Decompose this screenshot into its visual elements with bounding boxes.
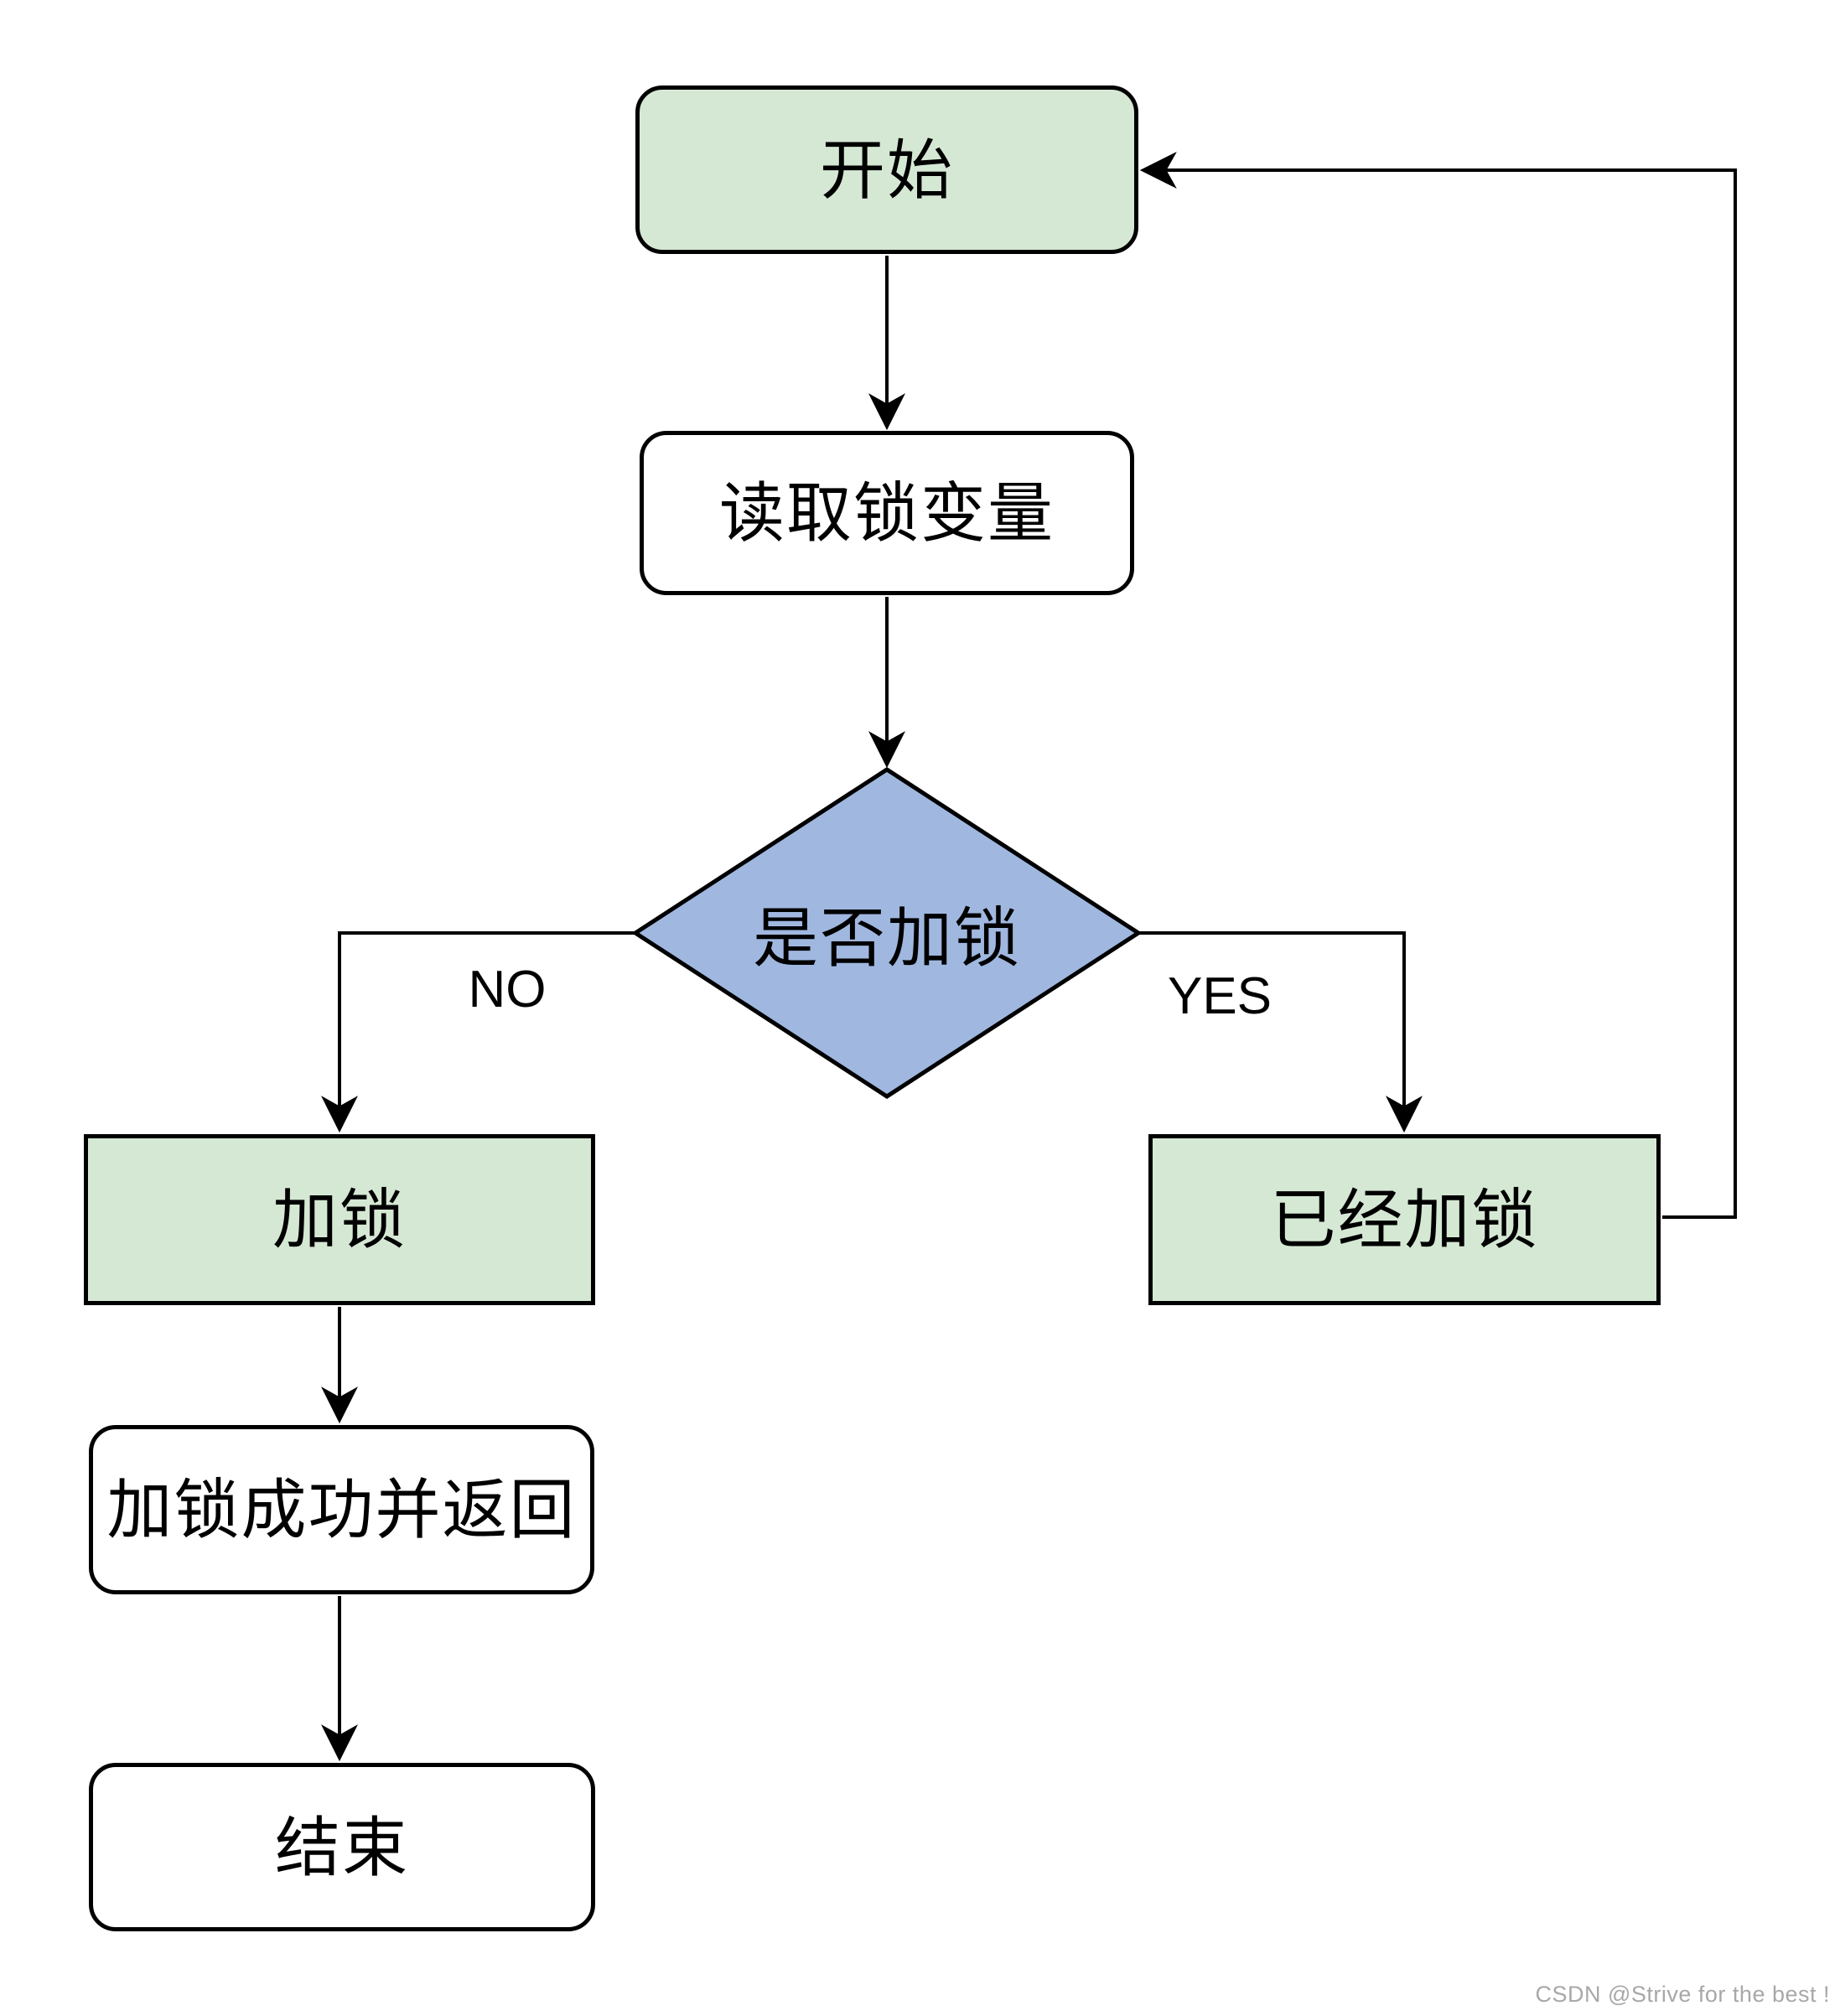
node-end-label: 结束 (274, 1810, 409, 1884)
node-start: 开始 (635, 86, 1138, 254)
csdn-watermark: CSDN @Strive for the best ! (1535, 1982, 1830, 2007)
node-start-label: 开始 (819, 132, 954, 207)
decision-diamond-shape (631, 767, 1143, 1099)
decision-is-locked-label: 是否加锁 (752, 901, 1021, 975)
edge-label-yes: YES (1167, 967, 1272, 1025)
edge-already-loop-to-start (1139, 152, 1737, 1219)
edge-label-no: NO (468, 960, 547, 1018)
node-success-label: 加锁成功并返回 (106, 1473, 577, 1547)
node-lock-success-return: 加锁成功并返回 (89, 1425, 594, 1594)
edge-decision-yes-to-already (1138, 931, 1423, 1133)
node-read-label: 读取锁变量 (718, 476, 1055, 550)
node-already-locked: 已经加锁 (1148, 1134, 1661, 1305)
edge-decision-no-to-lock (321, 931, 635, 1133)
node-read-lock-variable: 读取锁变量 (640, 431, 1134, 595)
node-lock-label: 加锁 (272, 1183, 407, 1257)
node-already-locked-label: 已经加锁 (1270, 1183, 1539, 1257)
node-lock: 加锁 (84, 1134, 595, 1305)
node-end: 结束 (89, 1763, 595, 1931)
